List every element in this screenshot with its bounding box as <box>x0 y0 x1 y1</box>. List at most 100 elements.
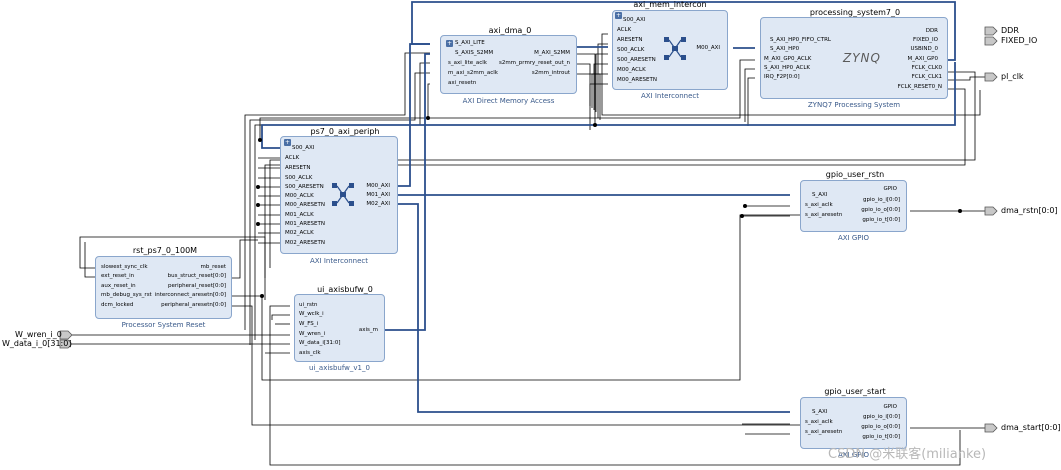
rst-block[interactable] <box>95 256 232 319</box>
junction <box>256 185 260 189</box>
axi-dma-title: axi_dma_0 <box>488 26 532 35</box>
axisbufw-block[interactable] <box>294 294 385 362</box>
periph-pin: ARESETN <box>285 165 311 171</box>
ps7-pin: S_AXI_HP0 <box>770 46 800 52</box>
periph-pin: M00_AXI <box>366 183 390 189</box>
wire-mem-m00rst <box>589 83 608 106</box>
wire-fclk1-plclk <box>948 76 985 81</box>
expand-icon[interactable]: + <box>446 40 453 47</box>
ps7-pin: M_AXI_GP0 <box>907 56 938 62</box>
junction <box>426 116 430 120</box>
periph-pin: ACLK <box>285 155 300 161</box>
port-label-pl-clk: pl_clk <box>1001 72 1024 81</box>
wire-dma-intr <box>577 73 601 120</box>
ps7-pin: IRQ_F2P[0:0] <box>764 74 800 80</box>
axisbufw-pin: W_data_i[31:0] <box>299 340 341 346</box>
gpio-start-pin: s_axi_aclk <box>805 419 833 425</box>
axisbufw-pin: W_FS_i <box>299 321 319 327</box>
junctions <box>256 116 962 298</box>
gpio-start-pin: S_AXI <box>812 409 828 415</box>
ps7-pin: M_AXI_GP0_ACLK <box>764 56 812 62</box>
axisbufw-title: ui_axisbufw_0 <box>317 285 373 294</box>
gpio-start-pin: s_axi_aresetn <box>805 429 843 435</box>
periph-pin: S00_ACLK <box>285 175 313 181</box>
expand-icon[interactable]: + <box>284 139 291 146</box>
ps7-pin: DDR <box>925 28 938 34</box>
expand-icon[interactable]: + <box>615 12 622 19</box>
rst-pin: aux_reset_in <box>101 283 136 289</box>
axi-dma-pin: s2mm_prmry_reset_out_n <box>498 60 570 66</box>
ps7-pin: FIXED_IO <box>913 37 938 43</box>
gpio-rstn-pin: GPIO <box>883 186 897 192</box>
gpio-start-subtitle: AXI GPIO <box>837 451 870 459</box>
axi-dma-pin: S_AXI_LITE <box>455 40 485 46</box>
mem-intercon-pin: S00_AXI <box>623 17 646 23</box>
rst-pin: peripheral_reset[0:0] <box>167 283 226 289</box>
gpio-rstn-pin: s_axi_aclk <box>805 202 833 208</box>
mem-intercon-pin: ARESETN <box>617 37 643 43</box>
ps7-block[interactable] <box>760 17 948 99</box>
port-fixed-io[interactable] <box>984 36 998 46</box>
port-pl-clk[interactable] <box>984 72 998 82</box>
axisbufw-pin: W_wren_i <box>299 331 325 337</box>
mem-intercon-pin: ACLK <box>617 27 632 33</box>
wire-rst-ext <box>84 242 95 278</box>
wire-rst-interconnect <box>232 239 258 279</box>
mem-intercon-pin: M00_AXI <box>696 45 720 51</box>
gpio-rstn-block[interactable] <box>800 180 907 232</box>
mem-intercon-pin: S00_ARESETN <box>617 57 656 63</box>
port-label-dma-start: dma_start[0:0] <box>1001 423 1061 432</box>
periph-pin: M00_ARESETN <box>285 202 325 208</box>
wire-ui-rstn <box>269 305 961 466</box>
wire-clk-c <box>249 72 430 345</box>
gpio-rstn-subtitle: AXI GPIO <box>837 234 870 242</box>
periph-pin: M00_ACLK <box>285 193 314 199</box>
periph-pin: M02_AXI <box>366 201 390 207</box>
axi-dma-pin: axi_resetn <box>448 80 477 86</box>
ps7-pin: FCLK_CLK1 <box>911 74 942 80</box>
bus-periph-m02 <box>398 203 790 413</box>
rst-pin: peripheral_aresetn[0:0] <box>161 302 226 308</box>
axi-dma-pin: S_AXIS_S2MM <box>455 50 494 56</box>
ps7-pin: FCLK_RESET0_N <box>897 84 942 90</box>
wire-clk-a <box>244 52 430 330</box>
gpio-start-block[interactable] <box>800 397 907 449</box>
gpio-rstn-pin: s_axi_aresetn <box>805 212 843 218</box>
periph-pin: M02_ACLK <box>285 230 314 236</box>
gpio-start-pin: gpio_io_o[0:0] <box>861 424 900 430</box>
port-dma-rstn[interactable] <box>984 206 998 216</box>
wire-dma-out1 <box>577 53 596 125</box>
ps7-pin: S_AXI_HP0_ACLK <box>764 65 811 71</box>
port-w-wren[interactable] <box>59 330 73 340</box>
mem-intercon-title: axi_mem_intercon <box>633 0 707 9</box>
wire-rst-periph2 <box>232 305 800 426</box>
port-label-w-wren: W_wren_i_0 <box>15 330 62 339</box>
wire-resetn-dma <box>427 83 430 118</box>
junction <box>593 123 597 127</box>
wire-dma-out2 <box>577 63 591 130</box>
port-dma-start[interactable] <box>984 423 998 433</box>
mem-intercon-pin: M00_ACLK <box>617 67 646 73</box>
port-label-fixed-io: FIXED_IO <box>1001 36 1038 45</box>
periph-pin: S00_ARESETN <box>285 184 324 190</box>
watermark: CSDN @米联客(milianke) <box>828 447 987 462</box>
junction <box>256 203 260 207</box>
axi-dma-block[interactable] <box>440 35 577 94</box>
rst-pin: bus_struct_reset[0:0] <box>167 273 226 279</box>
axi-dma-subtitle: AXI Direct Memory Access <box>462 97 555 105</box>
port-ddr[interactable] <box>984 26 998 36</box>
periph-block[interactable] <box>280 136 398 254</box>
periph-pin: M02_ARESETN <box>285 240 325 246</box>
gpio-rstn-pin: S_AXI <box>812 192 828 198</box>
periph-title: ps7_0_axi_periph <box>310 127 380 136</box>
wire-mem-s00rst <box>593 63 608 110</box>
port-w-data[interactable] <box>59 339 73 349</box>
axisbufw-pin: axis_m <box>358 327 378 333</box>
gpio-rstn-title: gpio_user_rstn <box>825 170 885 179</box>
zynq-logo: ZYNQ <box>843 51 881 65</box>
mem-intercon-block[interactable] <box>612 10 728 90</box>
port-label-ddr: DDR <box>1001 26 1019 35</box>
wire-mem-aclk <box>601 33 981 116</box>
junction <box>256 222 260 226</box>
